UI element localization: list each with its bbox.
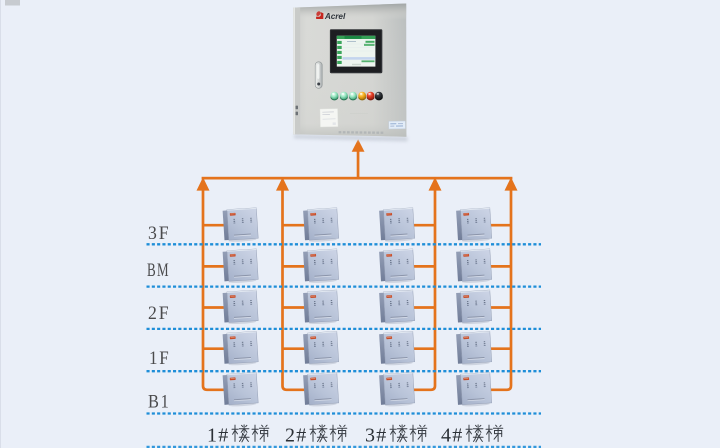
svg-text:3#: 3# [365, 424, 387, 446]
svg-text:1F: 1F [149, 348, 171, 369]
svg-text:Acrel: Acrel [324, 11, 346, 21]
svg-text:2F: 2F [148, 303, 171, 324]
svg-text:B1: B1 [148, 392, 171, 413]
svg-text:2#: 2# [285, 424, 307, 446]
svg-text:3F: 3F [148, 223, 171, 244]
svg-text:4#: 4# [441, 424, 463, 446]
svg-text:BM: BM [147, 260, 170, 281]
svg-text:1#: 1# [207, 424, 229, 446]
